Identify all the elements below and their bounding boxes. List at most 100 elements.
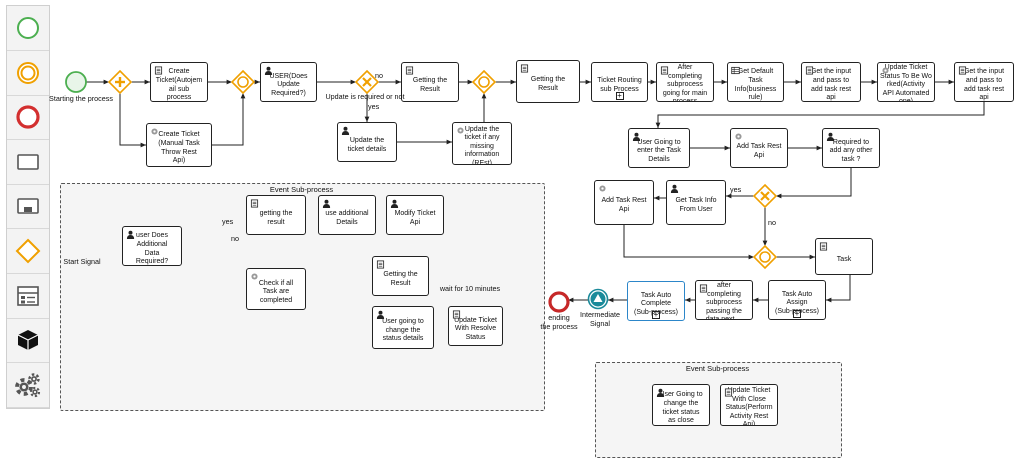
- data-table-tool-icon: [17, 285, 39, 306]
- settings-gears-icon[interactable]: [7, 363, 49, 408]
- start-event-tool-icon: [17, 17, 39, 39]
- event-subprocess-1-title: Event Sub-process: [269, 185, 334, 194]
- task-node[interactable]: Task: [815, 238, 873, 275]
- script-task-icon: [819, 242, 828, 251]
- end-event-tool-icon: [16, 105, 40, 129]
- subprocess-expand-icon[interactable]: +: [615, 91, 624, 100]
- parallel-gateway-split[interactable]: [107, 69, 133, 95]
- exclusive-gateway-update[interactable]: [354, 69, 380, 95]
- sequence-flow[interactable]: [655, 102, 985, 128]
- script-task-icon: [699, 284, 708, 293]
- start-event-label: Starting the process: [49, 94, 113, 103]
- script-task-icon: [452, 310, 461, 319]
- end-event-ending-process[interactable]: [548, 291, 570, 313]
- subprocess-tool-icon[interactable]: [7, 184, 49, 230]
- sequence-flow[interactable]: [826, 275, 851, 303]
- task-tool-icon[interactable]: [7, 140, 49, 185]
- settings-gears-icon: [15, 373, 41, 397]
- intermediate-signal-event[interactable]: [587, 288, 609, 310]
- task-label: Task: [836, 255, 852, 263]
- subprocess-expand-icon[interactable]: +: [652, 310, 660, 319]
- event-subprocess-2-title: Event Sub-process: [685, 364, 750, 373]
- sequence-flow[interactable]: [119, 93, 146, 148]
- subprocess-tool-icon: [17, 198, 39, 215]
- flow-label-no: no: [375, 71, 383, 80]
- user-task-icon: [322, 199, 331, 208]
- subprocess-expand-icon[interactable]: +: [793, 309, 801, 318]
- sequence-flow[interactable]: [212, 93, 246, 146]
- end-event-tool-icon[interactable]: [7, 95, 49, 141]
- start-signal-label: Start Signal: [63, 257, 101, 266]
- inclusive-gateway-2[interactable]: [471, 69, 497, 95]
- flow-label-yes-2: yes: [730, 185, 742, 194]
- task-label: Task Auto Assign(Sub-process): [775, 290, 819, 315]
- data-table-tool-icon[interactable]: [7, 274, 49, 319]
- exclusive-gateway-other-task[interactable]: [752, 183, 778, 209]
- sequence-flow[interactable]: [776, 168, 852, 199]
- inclusive-gateway-task[interactable]: [752, 244, 778, 270]
- user-task-icon: [632, 132, 641, 141]
- start-event-tool-icon[interactable]: [7, 6, 49, 51]
- sequence-flow[interactable]: [623, 225, 754, 260]
- event-subprocess-2[interactable]: [595, 362, 842, 458]
- user-task-icon: [670, 184, 679, 193]
- gateway-tool-icon[interactable]: [7, 229, 49, 274]
- flow-label-no-2: no: [768, 218, 776, 227]
- task-tool-icon: [17, 153, 39, 170]
- task-auto-assign-subprocess[interactable]: Task Auto Assign(Sub-process)+: [768, 280, 826, 320]
- inclusive-gateway-join[interactable]: [230, 69, 256, 95]
- gear-task-icon: [251, 273, 258, 280]
- cube-tool-icon[interactable]: [7, 318, 49, 364]
- intermediate-event-tool-icon[interactable]: [7, 51, 49, 96]
- start-event[interactable]: [65, 71, 87, 93]
- user-task-icon: [341, 126, 350, 135]
- intermediate-event-tool-icon: [17, 61, 39, 84]
